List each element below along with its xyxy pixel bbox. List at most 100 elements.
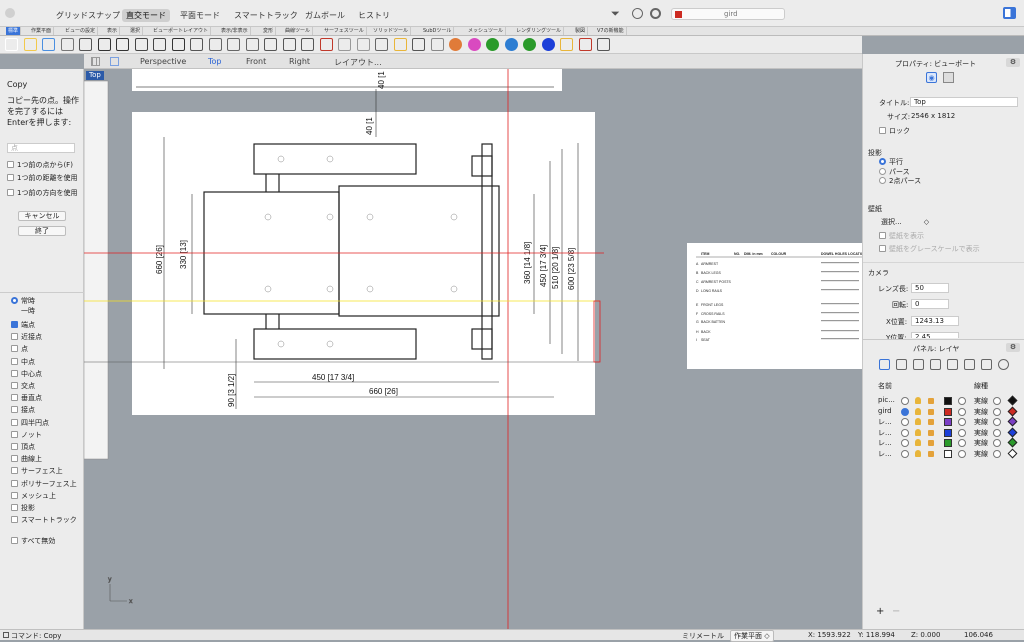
monitor-icon[interactable]	[981, 359, 992, 370]
lightbulb-icon[interactable]	[915, 439, 921, 446]
current-layer-radio[interactable]	[901, 428, 909, 437]
layers-icon[interactable]	[879, 359, 890, 370]
point-input[interactable]: 点	[7, 143, 75, 153]
checkbox[interactable]	[7, 174, 14, 181]
wallpaper-show-checkbox[interactable]: 壁紙を表示	[879, 231, 924, 241]
osnap-item-2[interactable]: 点	[11, 344, 28, 354]
new-file-icon[interactable]	[5, 38, 18, 51]
checkbox[interactable]	[11, 333, 18, 341]
undo-icon[interactable]	[97, 38, 111, 51]
layer-color-swatch[interactable]	[944, 449, 952, 458]
checkbox[interactable]	[7, 189, 14, 196]
lock-icon[interactable]	[412, 38, 425, 51]
osnap-item-8[interactable]: 四半円点	[11, 418, 49, 428]
checkbox[interactable]	[879, 245, 886, 252]
layer-color-swatch[interactable]	[944, 407, 952, 416]
checkbox[interactable]	[11, 369, 18, 377]
checkbox[interactable]	[11, 321, 18, 328]
print-color-diamond[interactable]	[1007, 416, 1018, 427]
osnap-item-0[interactable]: 端点	[11, 320, 35, 330]
filter-icon[interactable]: ⏷	[611, 7, 620, 20]
bolt-icon[interactable]	[578, 38, 592, 51]
toolbar-tab-12[interactable]: メッシュツール	[466, 27, 507, 35]
toolbar-tab-13[interactable]: レンダリングツール	[514, 27, 565, 35]
print-icon[interactable]	[60, 38, 74, 51]
render-icon[interactable]	[338, 38, 351, 51]
window-close-dot[interactable]	[5, 8, 15, 18]
option-last-direction[interactable]: 1つ前の方向を使用	[7, 188, 77, 198]
lightbulb-icon[interactable]	[915, 449, 921, 457]
layer-color-swatch[interactable]	[944, 439, 952, 447]
checkbox[interactable]	[11, 504, 18, 511]
light-icon[interactable]	[393, 38, 407, 51]
zoom-extents-icon[interactable]	[264, 38, 277, 51]
print-color-diamond[interactable]	[1007, 406, 1018, 416]
single-view-icon[interactable]	[110, 57, 119, 66]
layer-icon[interactable]	[430, 38, 444, 51]
checkbox[interactable]	[11, 345, 18, 353]
lock-icon[interactable]	[928, 419, 934, 425]
checkbox[interactable]	[11, 491, 18, 499]
layer-color-swatch[interactable]	[944, 428, 952, 437]
sphere-icon[interactable]	[541, 38, 555, 51]
print-width-circle[interactable]	[993, 407, 1001, 416]
command-line[interactable]: コマンド: Copy	[11, 632, 62, 640]
checkbox[interactable]	[11, 418, 18, 426]
grid-icon[interactable]	[301, 38, 314, 51]
osnap-mode-persistent[interactable]: 常時	[11, 296, 35, 306]
material-circle[interactable]	[958, 397, 966, 405]
paint-icon[interactable]	[449, 38, 462, 51]
cplane-select[interactable]: 作業平面 ◇	[730, 630, 774, 642]
mode-toggle-2[interactable]: 平面モード	[180, 11, 220, 20]
current-layer-selector[interactable]: gird	[671, 8, 785, 20]
layer-linetype[interactable]: 実線	[974, 449, 988, 458]
mode-toggle-1[interactable]: 直交モード	[122, 9, 170, 22]
current-layer-radio[interactable]	[901, 418, 909, 426]
radio[interactable]	[879, 158, 886, 165]
print-width-circle[interactable]	[993, 418, 1001, 426]
toolbar-tab-3[interactable]: 表示	[105, 27, 121, 35]
ypos-field[interactable]: 2.45	[911, 332, 959, 338]
layer-row[interactable]: レ...実線	[863, 427, 1024, 438]
flag-icon[interactable]	[560, 38, 573, 51]
paste-icon[interactable]	[153, 38, 166, 51]
print-color-diamond[interactable]	[1007, 437, 1018, 448]
viewport-tab-4[interactable]: レイアウト...	[334, 58, 382, 67]
toolbar-tab-14[interactable]: 製図	[573, 27, 589, 35]
print-color-diamond[interactable]	[1007, 427, 1018, 437]
document-icon[interactable]	[947, 359, 958, 370]
viewport-tab-3[interactable]: Right	[289, 57, 311, 66]
layers-gear-icon[interactable]: ⚙	[1006, 343, 1020, 352]
option-from-last-point[interactable]: 1つ前の点から(F)	[7, 160, 73, 170]
current-layer-radio[interactable]	[901, 439, 909, 447]
print-width-circle[interactable]	[993, 428, 1001, 437]
layer-linetype[interactable]: 実線	[974, 407, 988, 416]
node-icon[interactable]	[597, 38, 610, 51]
checkbox[interactable]	[11, 406, 18, 414]
radio[interactable]	[11, 297, 18, 304]
box-icon[interactable]	[930, 359, 941, 370]
osnap-item-13[interactable]: ポリサーフェス上	[11, 479, 77, 489]
checkbox[interactable]	[11, 479, 18, 487]
car-icon[interactable]	[319, 38, 333, 51]
lightbulb-icon[interactable]	[915, 397, 921, 404]
add-layer-button[interactable]: +	[876, 606, 885, 617]
checkbox[interactable]	[11, 357, 18, 365]
remove-layer-button[interactable]: −	[892, 606, 901, 617]
layer-linetype[interactable]: 実線	[974, 439, 988, 447]
material-circle[interactable]	[958, 439, 966, 447]
toolbar-tab-9[interactable]: サーフェスツール	[322, 27, 367, 35]
checkbox[interactable]	[11, 455, 18, 463]
toolbar-tab-0[interactable]: 標準	[6, 27, 22, 35]
layer-row[interactable]: レ...実線	[863, 437, 1024, 448]
checkbox[interactable]	[11, 443, 18, 450]
layer-linetype[interactable]: 実線	[974, 428, 988, 437]
screen-icon[interactable]	[943, 72, 954, 83]
osnap-item-10[interactable]: 頂点	[11, 442, 35, 452]
color-wheel-icon[interactable]	[467, 38, 481, 51]
checkbox[interactable]	[11, 382, 18, 389]
projection-option-0[interactable]: 平行	[879, 157, 903, 167]
radio[interactable]	[879, 177, 886, 184]
cancel-button[interactable]: キャンセル	[18, 211, 66, 221]
